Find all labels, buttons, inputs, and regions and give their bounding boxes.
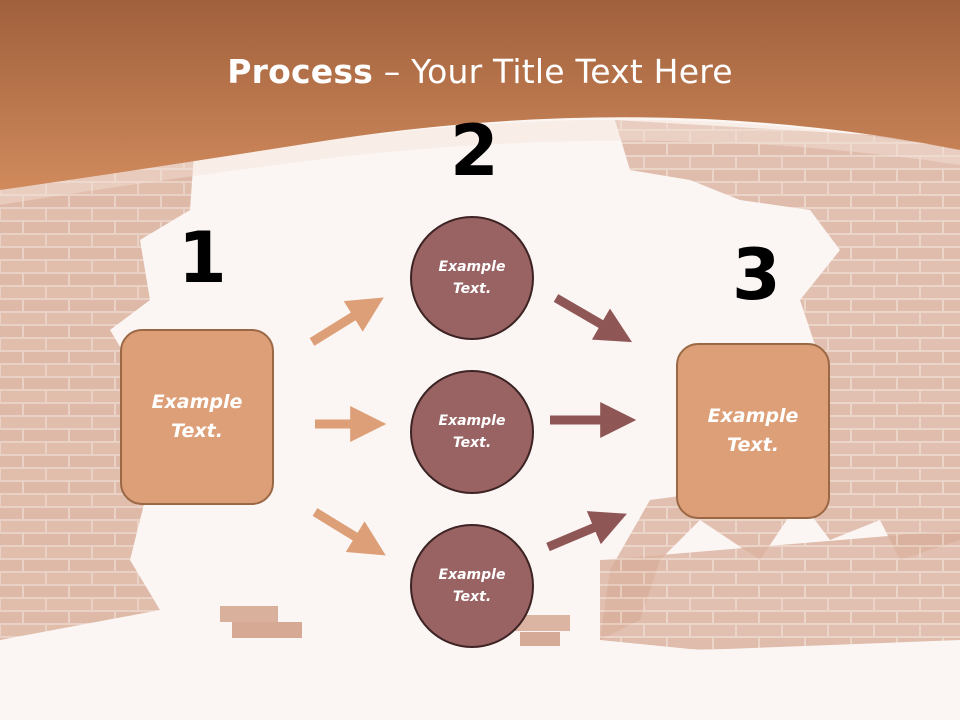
- loose-brick: [232, 622, 302, 638]
- loose-brick: [515, 615, 570, 631]
- circle-middle-label: Example Text.: [438, 413, 506, 451]
- left-wall: [0, 140, 195, 640]
- title-rest: – Your Title Text Here: [373, 52, 733, 91]
- circle-middle: Example Text.: [410, 370, 534, 494]
- step-number-2: 2: [450, 110, 499, 192]
- right-text-box-label: Example Text.: [707, 405, 799, 456]
- circle-bottom-label: Example Text.: [438, 567, 506, 605]
- left-text-box: Example Text.: [120, 329, 274, 505]
- left-text-box-label: Example Text.: [151, 391, 243, 442]
- right-text-box: Example Text.: [676, 343, 830, 519]
- slide-title: Process – Your Title Text Here: [0, 52, 960, 91]
- circle-top: Example Text.: [410, 216, 534, 340]
- title-bold: Process: [227, 52, 374, 91]
- step-number-1: 1: [178, 217, 227, 299]
- title-banner: [0, 0, 960, 190]
- circle-bottom: Example Text.: [410, 524, 534, 648]
- loose-brick: [220, 606, 278, 622]
- circle-top-label: Example Text.: [438, 259, 506, 297]
- loose-brick: [520, 632, 560, 646]
- step-number-3: 3: [732, 234, 781, 316]
- rubble-right: [600, 530, 960, 650]
- banner-highlight: [0, 119, 960, 205]
